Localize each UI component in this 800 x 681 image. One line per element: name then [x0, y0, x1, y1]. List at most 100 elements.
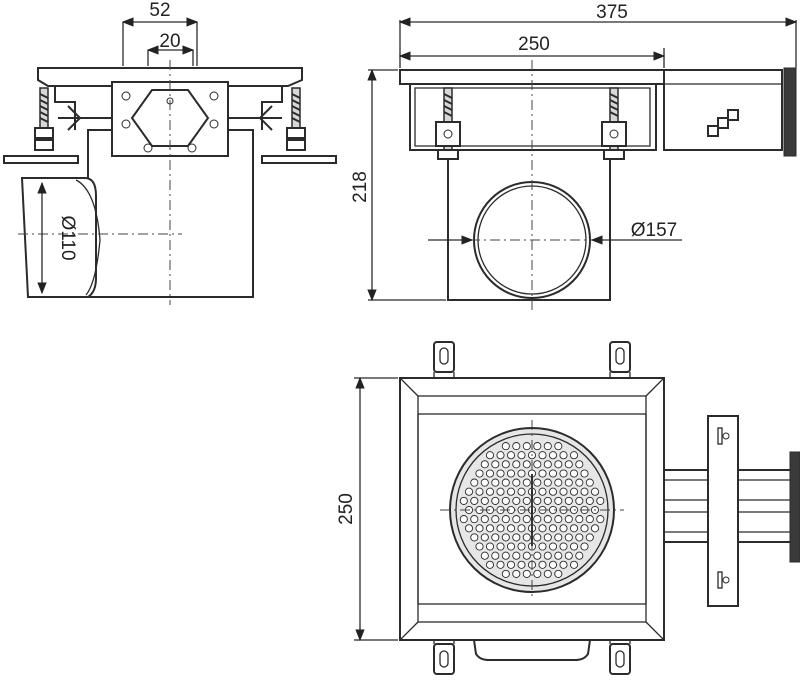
grate-hole — [580, 487, 589, 496]
grate-hole — [491, 533, 500, 542]
grate-hole — [569, 487, 579, 496]
grate-hole — [522, 496, 531, 505]
grate-hole — [459, 496, 468, 505]
adjusting-screw-icon — [261, 87, 337, 164]
grate-hole — [501, 478, 510, 487]
lock-key-icon — [707, 109, 739, 137]
grate-hole — [480, 515, 489, 524]
adjusting-screw-icon — [601, 87, 627, 160]
grate-hole — [480, 533, 489, 542]
dim-side-top-inner: 20 — [159, 31, 180, 52]
grate-hole — [575, 533, 584, 542]
grate-hole — [501, 442, 510, 451]
grate-hole — [475, 487, 484, 496]
grate-hole — [569, 560, 579, 569]
grate-hole — [485, 560, 495, 569]
dim-front-body-width: 250 — [518, 34, 550, 55]
grate-hole — [596, 515, 605, 524]
grate-hole — [590, 487, 600, 496]
grate-hole — [470, 496, 479, 505]
grate-hole — [538, 469, 547, 478]
grate-hole — [538, 487, 547, 496]
grate-hole — [559, 469, 568, 478]
grate-hole — [480, 478, 489, 487]
grate-hole — [554, 460, 563, 469]
grate-hole — [564, 533, 573, 542]
grate-hole — [512, 569, 521, 578]
grate-hole — [491, 460, 500, 469]
grate-hole — [548, 469, 558, 478]
grate-hole — [470, 533, 479, 542]
grate-hole — [533, 569, 542, 578]
grate-hole — [485, 487, 495, 496]
grate-hole — [585, 478, 594, 487]
grate-hole — [470, 478, 479, 487]
grate-hole — [491, 551, 500, 560]
grate-hole — [575, 551, 584, 560]
grate-hole — [506, 469, 516, 478]
grate-hole — [485, 524, 495, 533]
grate-hole — [480, 551, 489, 560]
grate-hole — [496, 560, 505, 569]
grate-hole — [485, 542, 495, 551]
grate-hole — [543, 496, 552, 505]
grate-hole — [506, 524, 516, 533]
grate-hole — [596, 496, 605, 505]
grate-hole — [564, 478, 573, 487]
grate-hole — [559, 560, 568, 569]
grate-hole — [496, 487, 505, 496]
anchor-lug-icon — [433, 643, 455, 675]
front-side-housing — [663, 69, 783, 151]
grate-hole — [569, 542, 579, 551]
front-view: 375 250 — [350, 2, 798, 312]
grate-hole — [548, 542, 558, 551]
grate-hole — [575, 460, 584, 469]
grate-hole — [522, 478, 531, 487]
grate-hole — [522, 460, 531, 469]
grate-hole — [496, 451, 505, 460]
grate-hole — [543, 569, 552, 578]
grate-hole — [543, 442, 552, 451]
grate-hole — [543, 460, 552, 469]
anchor-lug-icon — [433, 341, 455, 373]
grate-hole — [543, 515, 552, 524]
grate-hole — [533, 496, 542, 505]
grate-hole — [559, 451, 568, 460]
grate-hole — [522, 442, 531, 451]
grate-hole — [575, 496, 584, 505]
grate-hole — [543, 551, 552, 560]
grate-hole — [517, 451, 526, 460]
dim-side-outlet-diameter: Ø110 — [57, 215, 78, 260]
grate-hole — [585, 515, 594, 524]
dim-plan-body-width: 250 — [336, 493, 357, 525]
grate-hole — [517, 542, 526, 551]
grate-hole — [559, 524, 568, 533]
grate-hole — [501, 569, 510, 578]
grate-hole — [533, 478, 542, 487]
grate-hole — [517, 560, 526, 569]
grate-hole — [585, 496, 594, 505]
grate-hole — [538, 524, 547, 533]
grate-hole — [512, 442, 521, 451]
grate-hole — [512, 478, 521, 487]
grate-hole — [491, 515, 500, 524]
dim-front-height: 218 — [350, 171, 371, 203]
grate-hole — [501, 460, 510, 469]
grate-hole — [512, 551, 521, 560]
dim-front-outlet-diameter: Ø157 — [631, 220, 677, 241]
grate-hole — [512, 460, 521, 469]
grate-hole — [533, 515, 542, 524]
adjusting-screw-icon — [435, 87, 461, 160]
grate-hole — [475, 524, 484, 533]
grate-hole — [554, 478, 563, 487]
grate-hole — [501, 533, 510, 542]
grate-hole — [517, 469, 526, 478]
grate-hole — [554, 551, 563, 560]
grate-hole — [548, 487, 558, 496]
anchor-lug-icon — [609, 341, 631, 373]
grate-hole — [512, 533, 521, 542]
grate-hole — [559, 542, 568, 551]
grate-hole — [485, 451, 495, 460]
grate-hole — [470, 515, 479, 524]
